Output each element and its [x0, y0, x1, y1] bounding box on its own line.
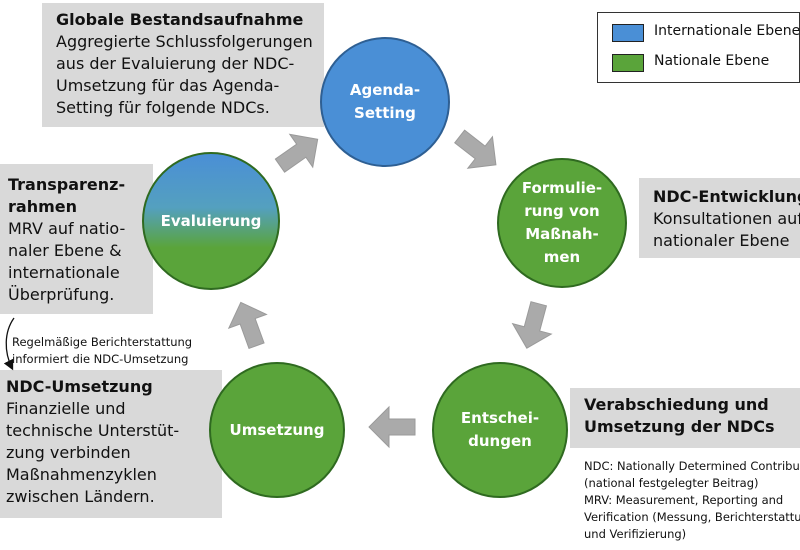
- transparency-title: Transparenz- rahmen: [8, 175, 126, 216]
- legend-label-national: Nationale Ebene: [654, 53, 770, 69]
- reporting-curved-arrow: [3, 317, 15, 371]
- reporting-note: Regelmäßige Berichterstattung informiert…: [12, 335, 193, 366]
- global-inventory-text: Aggregierte Schlussfolgerungen aus der E…: [56, 32, 313, 117]
- ndc-implementation-text: Finanzielle und technische Unterstüt- zu…: [6, 399, 180, 506]
- stage-evaluierung: Evaluierung: [142, 152, 280, 290]
- arrow-formulierung-to-entscheidungen: [511, 301, 553, 349]
- global-inventory-title: Globale Bestandsaufnahme: [56, 10, 304, 29]
- stage-agenda-setting-label: Agenda- Setting: [349, 81, 421, 122]
- ndc-implementation-title: NDC-Umsetzung: [6, 377, 153, 396]
- stage-agenda-setting: Agenda- Setting: [320, 37, 450, 167]
- arrow-entscheidungen-to-umsetzung: [368, 405, 416, 449]
- arrow-evaluierung-to-agenda: [274, 133, 319, 173]
- stage-formulierung-label: Formulie- rung von Maßnah- men: [521, 179, 603, 266]
- legend-swatch-green: [612, 54, 644, 72]
- legend-label-international: Internationale Ebene: [654, 23, 800, 39]
- stage-umsetzung: Umsetzung: [209, 362, 345, 498]
- legend-swatch-blue: [612, 24, 644, 42]
- transparency-box: Transparenz- rahmen MRV auf natio- naler…: [0, 164, 153, 314]
- arrow-umsetzung-to-evaluierung: [227, 301, 268, 350]
- stage-formulierung: Formulie- rung von Maßnah- men: [497, 158, 627, 288]
- ndc-development-title: NDC-Entwicklung: [653, 187, 800, 206]
- adoption-title: Verabschiedung und Umsetzung der NDCs: [584, 395, 775, 436]
- ndc-development-box: NDC-Entwicklung Konsultationen auf natio…: [639, 178, 800, 258]
- adoption-box: Verabschiedung und Umsetzung der NDCs: [570, 388, 800, 448]
- arrow-agenda-to-formulierung: [454, 129, 497, 169]
- stage-evaluierung-label: Evaluierung: [160, 211, 262, 230]
- stage-umsetzung-label: Umsetzung: [229, 420, 325, 439]
- ndc-implementation-box: NDC-Umsetzung Finanzielle und technische…: [0, 370, 222, 518]
- legend: Internationale Ebene Nationale Ebene: [597, 12, 800, 83]
- footnotes: NDC: Nationally Determined Contribu (nat…: [584, 459, 800, 541]
- transparency-text: MRV auf natio- naler Ebene & internation…: [8, 219, 126, 304]
- stage-entscheidungen-label: Entschei- dungen: [460, 409, 540, 450]
- stage-entscheidungen: Entschei- dungen: [432, 362, 568, 498]
- global-inventory-box: Globale Bestandsaufnahme Aggregierte Sch…: [42, 3, 324, 127]
- ndc-development-text: Konsultationen auf nationaler Ebene: [653, 209, 800, 250]
